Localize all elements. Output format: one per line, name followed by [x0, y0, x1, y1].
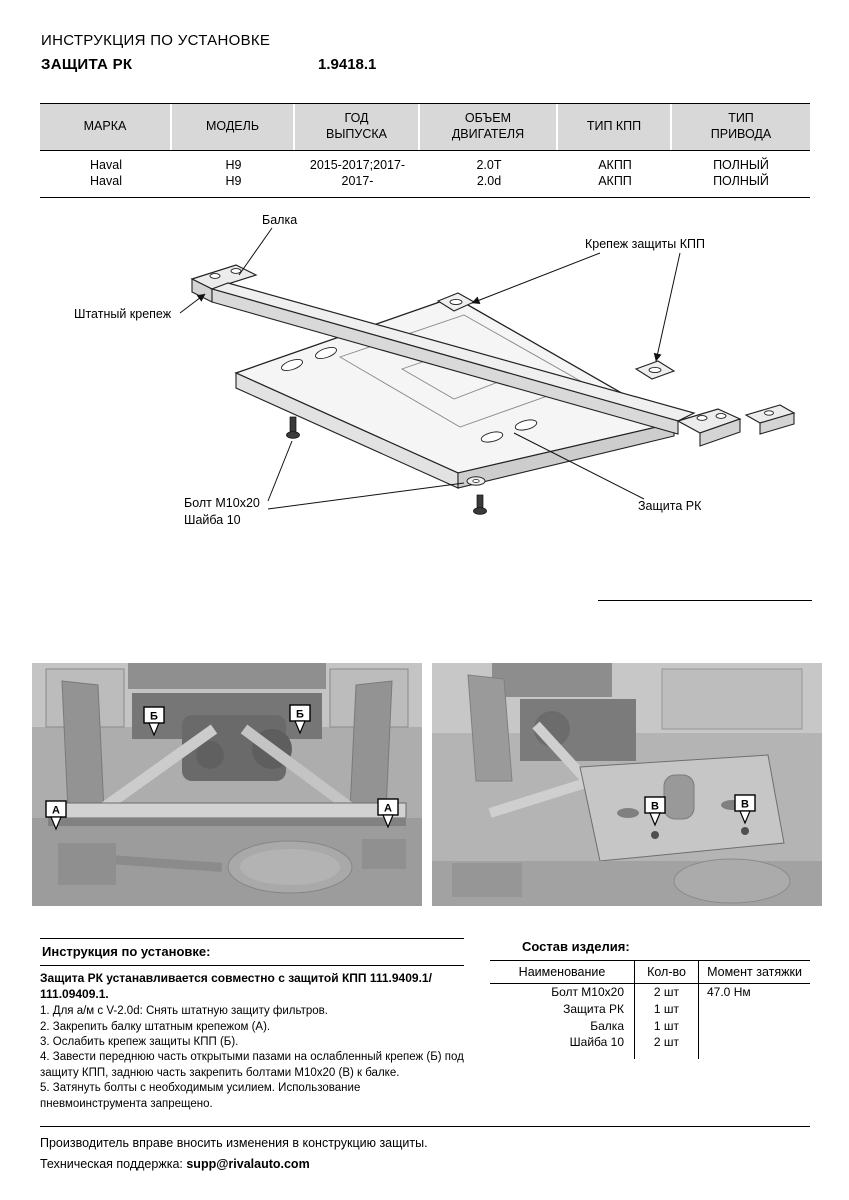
beam-shape — [190, 264, 796, 447]
svg-text:А: А — [52, 805, 60, 817]
marker-v: В — [734, 794, 756, 825]
diagram-drawing — [179, 227, 796, 515]
vehicle-cell: ПОЛНЫЙ — [713, 158, 769, 172]
divider — [40, 938, 464, 939]
label-kpp-mount: Крепеж защиты КПП — [585, 237, 705, 251]
svg-text:Б: Б — [296, 709, 304, 721]
item-name: Болт М10х20 — [551, 985, 624, 999]
vehicle-table-body: Haval H9 2015-2017;2017- 2.0T АКПП ПОЛНЫ… — [40, 151, 810, 198]
vehicle-row: Haval H9 2017- 2.0d АКПП ПОЛНЫЙ — [40, 173, 810, 189]
item-qty: 2 шт — [634, 1034, 699, 1060]
step-1: 1. Для а/м с V-2.0d: Снять штатную защит… — [40, 1005, 328, 1018]
step-5: 5. Затянуть болты с необходимым усилием.… — [40, 1082, 361, 1110]
vehicle-cell: 2017- — [341, 174, 374, 189]
label-bolt: Болт М10х20 — [184, 496, 260, 510]
svg-text:А: А — [384, 803, 392, 815]
composition-header-torque: Момент затяжки — [707, 965, 802, 979]
svg-text:Б: Б — [150, 711, 158, 723]
marker-b: Б — [289, 704, 311, 735]
instructions-note: Защита РК устанавливается совместно с за… — [40, 971, 432, 1001]
item-name: Защита РК — [563, 1001, 624, 1016]
step-3: 3. Ослабить крепеж защиты КПП (Б). — [40, 1036, 239, 1048]
photo-guard-installed: В В — [432, 663, 822, 906]
photo-beam-mounting: Б Б А А — [32, 663, 422, 906]
composition-row: Шайба 10 2 шт — [490, 1034, 810, 1060]
doc-type-title: ИНСТРУКЦИЯ ПО УСТАНОВКЕ — [41, 32, 271, 49]
section-divider — [598, 600, 812, 601]
footer: Производитель вправе вносить изменения в… — [40, 1126, 810, 1171]
bolt-icon — [286, 416, 300, 439]
support-label: Техническая поддержка: — [40, 1157, 183, 1171]
item-torque — [699, 1034, 810, 1059]
step-2: 2. Закрепить балку штатным крепежом (А). — [40, 1020, 271, 1033]
composition-row: Балка 1 шт — [490, 1017, 810, 1035]
composition-header-qty: Кол-во — [634, 961, 699, 983]
item-torque: 47.0 Нм — [707, 985, 751, 999]
composition-header-name: Наименование — [518, 965, 606, 979]
vehicle-table: МАРКА МОДЕЛЬ ГОД ВЫПУСКА ОБЪЕМ ДВИГАТЕЛЯ… — [40, 103, 810, 198]
vehicle-cell: 2.0T — [476, 158, 502, 172]
vehicle-table-header: МАРКА МОДЕЛЬ ГОД ВЫПУСКА ОБЪЕМ ДВИГАТЕЛЯ… — [40, 103, 810, 151]
item-name: Шайба 10 — [569, 1035, 624, 1050]
item-torque — [699, 1001, 810, 1018]
guard-plate-shape — [234, 292, 676, 489]
vehicle-header-engine: ОБЪЕМ ДВИГАТЕЛЯ — [420, 104, 558, 150]
item-qty: 1 шт — [634, 1017, 699, 1035]
composition-row: Защита РК 1 шт — [490, 1000, 810, 1018]
label-beam: Балка — [262, 213, 298, 227]
kit-composition: Состав изделия: Наименование Кол-во Моме… — [490, 936, 810, 1060]
step-4: 4. Завести переднюю часть открытыми паза… — [40, 1051, 464, 1079]
vehicle-cell: Haval — [90, 158, 122, 172]
label-guard: Защита РК — [638, 499, 702, 513]
label-stock-mount: Штатный крепеж — [74, 307, 172, 321]
support-email: supp@rivalauto.com — [186, 1157, 310, 1171]
underbody-photo-left: Б Б А А — [32, 663, 422, 906]
label-washer: Шайба 10 — [184, 512, 241, 527]
installation-instructions: Инструкция по установке: Защита РК устан… — [40, 938, 464, 1112]
exploded-view-diagram: Балка Крепеж защиты КПП Штатный крепеж Б… — [40, 205, 810, 605]
callout-lines — [179, 227, 681, 510]
label-bolt-washer: Болт М10х20 Шайба 10 — [184, 495, 260, 529]
vehicle-cell: H9 — [225, 158, 242, 172]
vehicle-header-drive: ТИП ПРИВОДА — [710, 111, 772, 141]
svg-text:В: В — [741, 799, 749, 811]
vehicle-cell: АКПП — [598, 174, 632, 189]
composition-table: Наименование Кол-во Момент затяжки Болт … — [490, 960, 810, 1060]
composition-row: Болт М10х20 2 шт 47.0 Нм — [490, 984, 810, 1001]
vehicle-cell: Haval — [90, 174, 122, 189]
bolt-icon — [473, 494, 487, 515]
composition-table-header: Наименование Кол-во Момент затяжки — [490, 961, 810, 984]
svg-text:В: В — [651, 801, 659, 813]
item-qty: 1 шт — [634, 1000, 699, 1018]
underbody-photo-right: В В — [432, 663, 822, 906]
manufacturer-note: Производитель вправе вносить изменения в… — [40, 1136, 428, 1150]
marker-b: Б — [143, 706, 165, 737]
item-qty: 2 шт — [634, 984, 699, 1001]
item-torque — [699, 1018, 810, 1035]
item-name: Балка — [590, 1018, 624, 1033]
marker-a: А — [45, 800, 67, 831]
vehicle-header-model: МОДЕЛЬ — [172, 104, 295, 150]
vehicle-cell: 2015-2017;2017- — [309, 158, 406, 172]
vehicle-header-brand: МАРКА — [40, 104, 172, 150]
part-number: 1.9418.1 — [318, 56, 377, 73]
vehicle-header-gearbox: ТИП КПП — [558, 104, 672, 150]
composition-heading: Состав изделия: — [522, 939, 630, 954]
vehicle-cell: H9 — [225, 174, 242, 189]
washer-icon — [466, 476, 486, 486]
vehicle-cell: АКПП — [598, 158, 632, 172]
instructions-heading: Инструкция по установке: — [42, 944, 211, 959]
vehicle-cell: 2.0d — [476, 174, 502, 189]
product-title: ЗАЩИТА РК — [41, 56, 133, 73]
instructions-steps: 1. Для а/м с V-2.0d: Снять штатную защит… — [40, 1004, 464, 1112]
marker-v: В — [644, 796, 666, 827]
divider — [40, 965, 464, 966]
marker-a: А — [377, 798, 399, 829]
support-line: Техническая поддержка: supp@rivalauto.co… — [40, 1157, 810, 1171]
vehicle-row: Haval H9 2015-2017;2017- 2.0T АКПП ПОЛНЫ… — [40, 157, 810, 173]
vehicle-cell: ПОЛНЫЙ — [713, 174, 769, 189]
vehicle-header-year: ГОД ВЫПУСКА — [295, 104, 420, 150]
